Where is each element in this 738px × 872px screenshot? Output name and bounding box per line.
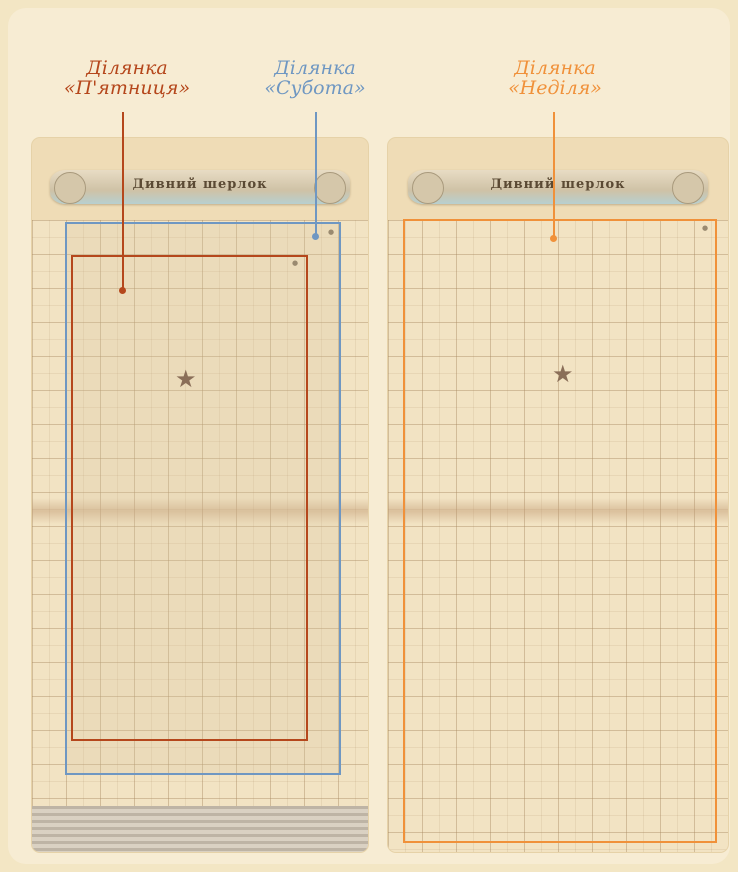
label-saturday: Ділянка «Субота» xyxy=(250,58,380,98)
sunday-corner-mark: ● xyxy=(702,224,708,232)
leader-friday xyxy=(122,112,124,290)
leader-saturday xyxy=(315,112,317,236)
left-banner-title: Дивний шерлок xyxy=(50,177,350,192)
star-icon: ★ xyxy=(175,367,197,391)
label-sunday: Ділянка «Неділя» xyxy=(490,58,620,98)
right-banner-title: Дивний шерлок xyxy=(408,177,708,192)
right-card-banner: Дивний шерлок xyxy=(408,170,708,204)
saturday-corner-mark: ● xyxy=(328,228,334,236)
friday-corner-mark: ● xyxy=(292,259,298,267)
region-friday xyxy=(71,255,308,741)
left-card-banner: Дивний шерлок xyxy=(50,170,350,204)
star-icon: ★ xyxy=(552,362,574,386)
region-sunday xyxy=(403,219,717,843)
leader-sunday-dot xyxy=(550,235,557,242)
leader-friday-dot xyxy=(119,287,126,294)
label-friday: Ділянка «П'ятниця» xyxy=(62,58,192,98)
leader-saturday-dot xyxy=(312,233,319,240)
left-card-bottom-strip xyxy=(32,806,368,852)
leader-sunday xyxy=(553,112,555,238)
